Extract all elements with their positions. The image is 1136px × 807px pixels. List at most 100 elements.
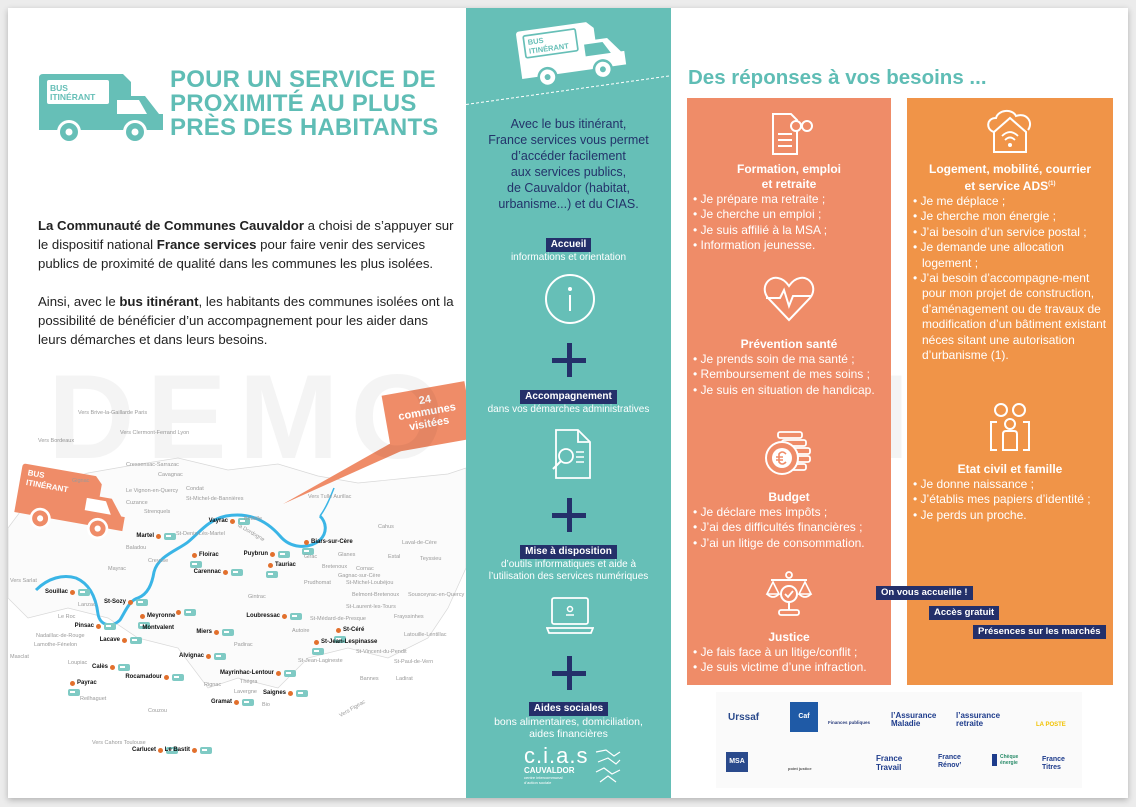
town-dot xyxy=(206,654,211,659)
bus-icon xyxy=(14,463,125,540)
commune-label: Loupiac xyxy=(68,660,88,666)
bus-stop-icon xyxy=(242,699,254,706)
town-dot xyxy=(230,519,235,524)
bus-badge-line1: BUS xyxy=(50,83,68,93)
commune-label: Masclat xyxy=(10,654,29,660)
town-dot xyxy=(70,590,75,595)
section-item: Information jeunesse. xyxy=(693,238,891,253)
section-item: J’établis mes papiers d’identité ; xyxy=(913,492,1113,507)
mid-intro-line: aux services publics, xyxy=(510,165,627,179)
bus-icon xyxy=(516,22,627,88)
bus-stop-icon xyxy=(334,636,346,643)
town-dot xyxy=(156,534,161,539)
commune-label: Belmont-Bretenoux xyxy=(352,592,400,598)
needs-title: Des réponses à vos besoins ... xyxy=(688,66,987,89)
visited-town-label: Martel xyxy=(136,533,154,539)
town-dot xyxy=(158,748,163,753)
bus-stop-icon xyxy=(296,690,308,697)
visited-town-label: Pinsac xyxy=(74,623,94,629)
intro-paragraph: La Communauté de Communes Cauvaldor a ch… xyxy=(38,216,458,273)
service-tag: Aides sociales xyxy=(528,702,609,716)
bus-stop-icon xyxy=(278,551,290,558)
town-dot xyxy=(270,552,275,557)
title-line: PROXIMITÉ AU PLUS xyxy=(170,90,417,117)
commune-label: Thégra xyxy=(240,679,258,685)
title-line: PRÈS DES HABITANTS xyxy=(170,114,439,141)
visited-town-label: Alvignac xyxy=(178,653,204,659)
needs-card-1: Formation, emploi et retraite Je prépare… xyxy=(687,98,891,685)
cias-name: c.i.a.s xyxy=(524,743,589,768)
bus-stop-icon xyxy=(136,599,148,606)
commune-label: Cuzance xyxy=(126,500,148,506)
commune-label: Couzou xyxy=(148,708,167,714)
visited-town-label: Le Bastit xyxy=(164,747,190,753)
visited-town-label: Montvalent xyxy=(142,625,174,631)
section-item: Je déclare mes impôts ; xyxy=(693,505,891,520)
bus-stop-icon xyxy=(238,518,250,525)
bus-stop-icon xyxy=(138,622,150,629)
town-dot xyxy=(70,681,75,686)
section-item: Je suis victime d’une infraction. xyxy=(693,660,891,675)
section-formation: Formation, emploi et retraite Je prépare… xyxy=(687,162,891,254)
section-item: J’ai besoin d’accompagne-ment pour mon p… xyxy=(913,271,1113,363)
bus-stop-icon xyxy=(164,533,176,540)
page-title: POUR UN SERVICE DE PROXIMITÉ AU PLUS PRÈ… xyxy=(170,68,470,140)
house-wifi-icon xyxy=(987,110,1032,153)
intro-bold: France services xyxy=(156,237,257,252)
section-title: et service ADS xyxy=(964,179,1049,193)
town-dot xyxy=(268,563,273,568)
river-path xyxy=(34,513,327,627)
document-search-icon xyxy=(552,429,591,479)
section-title: Budget xyxy=(768,490,810,504)
commune-label: Laval-de-Cère xyxy=(402,540,437,546)
bus-stop-icon xyxy=(290,613,302,620)
visited-town-label: Puybrun xyxy=(243,551,268,557)
bus-stop-icon xyxy=(222,629,234,636)
logo-france-titres: France Titres xyxy=(1042,756,1065,771)
intro-paragraph: Ainsi, avec le bus itinérant, les habita… xyxy=(38,292,458,349)
logo-urssaf: Urssaf xyxy=(728,712,760,723)
visited-town-label: Souillac xyxy=(44,589,68,595)
section-item: Je demande une allocation logement ; xyxy=(913,240,1113,271)
visited-town-label: Lacave xyxy=(99,637,120,643)
commune-label: Bretenoux xyxy=(322,564,348,570)
town-dot xyxy=(276,671,281,676)
town-dot xyxy=(96,624,101,629)
section-logement: Logement, mobilité, courrier et service … xyxy=(907,162,1113,363)
section-item: Je prends soin de ma santé ; xyxy=(693,352,891,367)
visited-town-label: Loubressac xyxy=(246,613,280,619)
commune-label: St-Vincent-du-Pendit xyxy=(356,649,407,655)
mid-intro-line: urbanisme...) et du CIAS. xyxy=(498,197,639,211)
service-desc: d’outils informatiques et aide à xyxy=(500,559,637,570)
bus-stop-icon xyxy=(266,571,278,578)
logo-la-poste: LA POSTE xyxy=(1036,722,1066,728)
service-tag: Accueil xyxy=(545,238,592,252)
town-dot xyxy=(336,628,341,633)
service-tag: Accompagnement xyxy=(520,390,617,404)
bus-stop-icon xyxy=(166,747,178,754)
intro-span: pour faire venir des services publics de… xyxy=(38,237,434,271)
service-desc: dans vos démarches administratives xyxy=(487,404,650,415)
visited-town-label: St-Jean-Lespinasse xyxy=(321,639,378,645)
visited-town-label: Carennac xyxy=(193,569,221,575)
service-accueil: Accueil informations et orientation xyxy=(466,234,671,264)
service-tag: Mise à disposition xyxy=(520,545,617,559)
document-glasses-icon xyxy=(772,113,813,155)
commune-label: Bétaille xyxy=(244,516,263,522)
commune-label: Prudhomat xyxy=(304,580,331,586)
commune-label: Cornac xyxy=(356,566,374,572)
section-item: Je cherche un emploi ; xyxy=(693,207,891,222)
section-title: et retraite xyxy=(761,177,817,191)
town-dot xyxy=(128,600,133,605)
section-title: Justice xyxy=(768,630,810,644)
bus-badge-line2: ITINÉRANT xyxy=(50,92,96,102)
service-desc: l’utilisation des services numériques xyxy=(488,571,649,582)
visited-town-label: Gramat xyxy=(210,699,232,705)
commune-label: Bio xyxy=(262,702,270,708)
section-title: Formation, emploi xyxy=(736,162,841,176)
town-dot xyxy=(122,638,127,643)
intro-bold: La Communauté de Communes Cauvaldor xyxy=(38,218,304,233)
commune-label: Gintrac xyxy=(248,594,266,600)
visited-town-label: Mayrinhac-Lentour xyxy=(219,670,274,676)
town-dot xyxy=(192,748,197,753)
